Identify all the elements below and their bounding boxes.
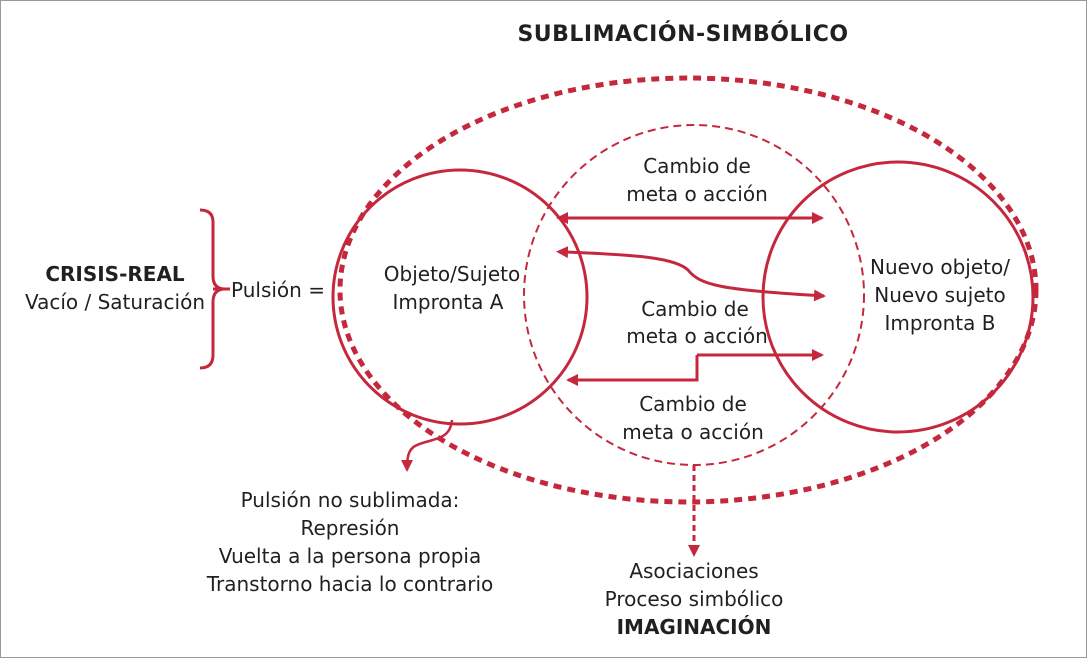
change-bottom-line2: meta o acción: [622, 420, 764, 444]
change-mid-line2: meta o acción: [626, 324, 768, 348]
non-sublimated-arrow: [401, 419, 454, 472]
non-sublimated-line3: Vuelta a la persona propia: [219, 544, 482, 568]
circle-a-line1: Objeto/Sujeto: [384, 262, 520, 286]
circle-b-line3: Impronta B: [885, 311, 996, 335]
change-top-line2: meta o acción: [626, 182, 768, 206]
change-bottom-line1: Cambio de: [639, 392, 747, 416]
outcome-line2: Proceso simbólico: [605, 587, 784, 611]
change-top-line1: Cambio de: [643, 154, 751, 178]
crisis-heading: CRISIS-REAL: [45, 262, 185, 286]
crisis-subheading: Vacío / Saturación: [25, 290, 205, 314]
diagram-title: SUBLIMACIÓN-SIMBÓLICO: [517, 21, 848, 47]
curved-double-arrow: [556, 246, 826, 302]
non-sublimated-line2: Represión: [301, 516, 400, 540]
change-mid-line1: Cambio de: [641, 297, 749, 321]
non-sublimated-line4: Transtorno hacia lo contrario: [206, 572, 494, 596]
circle-a-line2: Impronta A: [393, 290, 504, 314]
outcome-line1: Asociaciones: [629, 559, 758, 583]
outcome-line3: IMAGINACIÓN: [617, 615, 772, 639]
circle-b-line2: Nuevo sujeto: [874, 283, 1005, 307]
arrow-to-a: [566, 355, 699, 386]
non-sublimated-line1: Pulsión no sublimada:: [241, 488, 460, 512]
circle-b-line1: Nuevo objeto/: [870, 255, 1010, 279]
sublimation-ellipse: [337, 75, 1039, 505]
pulsion-label: Pulsión =: [231, 278, 325, 302]
